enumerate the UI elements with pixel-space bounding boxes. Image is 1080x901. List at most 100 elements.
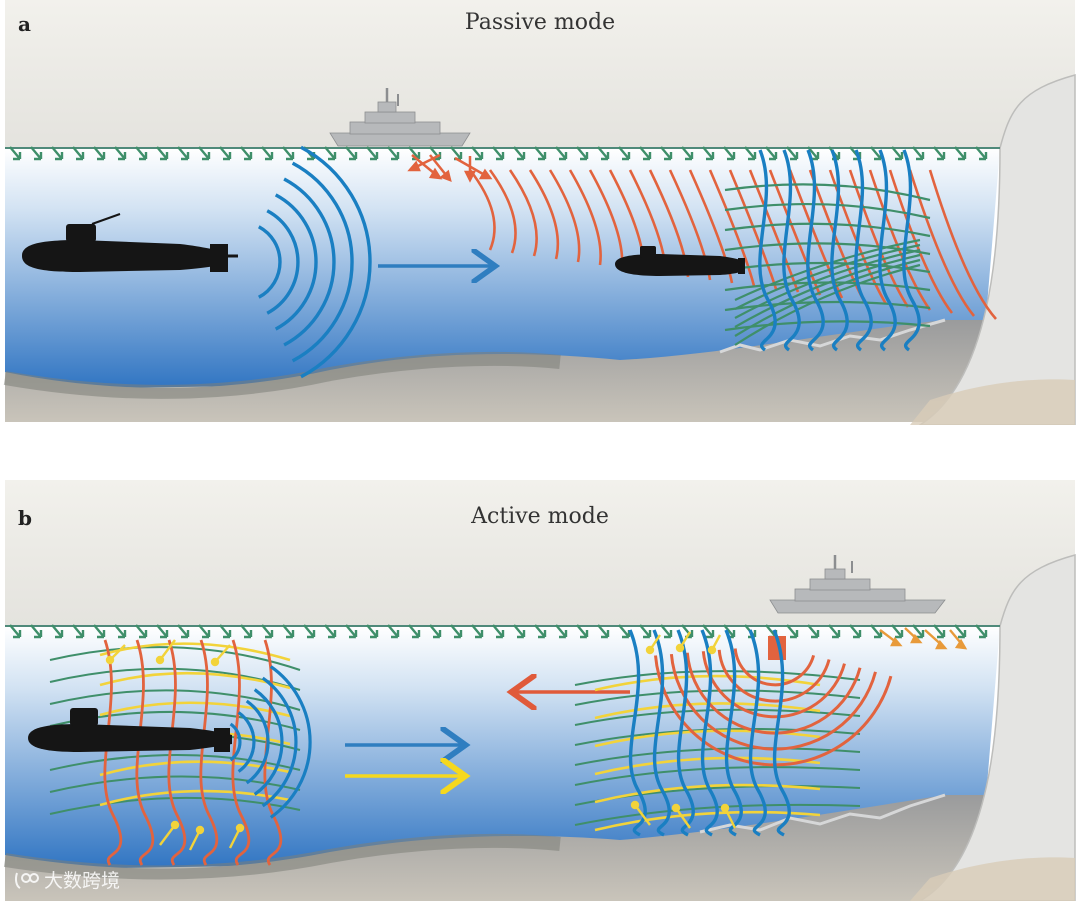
- echo-wavefront: [231, 639, 251, 866]
- ping-wavefront: [654, 655, 893, 767]
- surface-noise-arrows: [9, 624, 988, 639]
- ambient-wavefront: [724, 202, 931, 220]
- surface-arrow: [975, 624, 988, 639]
- echo-arrow-head: [210, 657, 220, 667]
- ship-noise-arrows: [879, 627, 968, 650]
- emitted-wavefront: [291, 161, 354, 363]
- surface-arrow: [576, 146, 589, 161]
- noise-wavefront: [908, 169, 976, 317]
- surface-arrow: [912, 146, 925, 161]
- ambient-wavefront: [734, 243, 921, 310]
- scattered-wavefront: [748, 629, 767, 837]
- submarine-large: [28, 708, 232, 752]
- surface-arrow: [261, 624, 274, 639]
- surface-arrow: [324, 146, 337, 161]
- surface-arrow: [786, 146, 799, 161]
- surface-arrow: [933, 624, 946, 639]
- ambient-wavefront: [574, 747, 861, 766]
- panel-a-label: a: [18, 12, 31, 36]
- surface-arrow: [975, 146, 988, 161]
- submarine-target: [615, 246, 745, 276]
- echo-wavefront: [99, 701, 291, 718]
- echo-wavefront: [167, 639, 187, 866]
- surface-arrow: [30, 146, 43, 161]
- scattered-wavefront: [676, 629, 695, 837]
- surface-arrow: [891, 624, 904, 639]
- echo-wavefront: [594, 702, 821, 720]
- surface-arrow: [471, 146, 484, 161]
- surface-arrow: [492, 146, 505, 161]
- echo-arrow-head: [155, 655, 165, 665]
- surface-arrow: [198, 146, 211, 161]
- emitted-wavefronts: [229, 665, 312, 819]
- scattered-wavefront: [830, 149, 849, 352]
- ambient-wavefront: [574, 803, 861, 826]
- surface-arrow: [387, 146, 400, 161]
- surface-arrow: [72, 146, 85, 161]
- emitted-wavefront: [269, 665, 312, 819]
- ping-wavefront: [669, 653, 877, 751]
- surface-arrow: [282, 146, 295, 161]
- surface-arrow: [345, 146, 358, 161]
- surface-arrow: [261, 146, 274, 161]
- surface-arrow: [219, 624, 232, 639]
- echo-wavefront: [135, 639, 155, 866]
- surface-arrow: [954, 624, 967, 639]
- surface-arrow: [702, 624, 715, 639]
- echo-arrow-head: [235, 823, 245, 833]
- surface-arrow: [9, 146, 22, 161]
- surface-ship: [329, 88, 471, 147]
- surface-arrow: [534, 624, 547, 639]
- emitted-wavefront: [300, 145, 372, 379]
- echo-wavefront: [594, 783, 821, 804]
- noise-wavefront: [708, 169, 756, 287]
- ambient-wavefront: [734, 258, 921, 337]
- surface-arrow: [555, 146, 568, 161]
- scattered-wavefront: [772, 629, 791, 837]
- watermark-logo-icon: [15, 872, 39, 889]
- emitted-wavefront: [261, 676, 298, 808]
- ping-wavefront: [717, 649, 831, 703]
- emitted-wavefront: [253, 688, 284, 796]
- echo-arrows-left: [105, 639, 245, 851]
- scattered-wavefront: [724, 629, 743, 837]
- surface-arrow: [114, 624, 127, 639]
- echo-wavefront: [103, 639, 123, 866]
- ambient-wavefront: [49, 775, 301, 793]
- scattered-wavefront: [806, 149, 825, 352]
- surface-arrow: [597, 146, 610, 161]
- surface-arrow: [219, 146, 232, 161]
- submarine-large: [22, 213, 238, 272]
- panel-b-label: b: [18, 506, 32, 530]
- surface-arrow: [198, 624, 211, 639]
- noise-wavefront: [528, 169, 560, 260]
- sky: [5, 0, 1075, 148]
- echo-wavefronts-orange: [103, 639, 283, 866]
- surface-arrow: [450, 624, 463, 639]
- surface-arrow: [702, 146, 715, 161]
- surface-arrow: [933, 146, 946, 161]
- surface-arrow: [618, 146, 631, 161]
- surface-arrow: [177, 146, 190, 161]
- ambient-wavefront: [574, 766, 861, 786]
- surface-arrow: [471, 624, 484, 639]
- emitted-wavefront: [245, 699, 270, 785]
- noise-wavefront: [508, 169, 538, 257]
- surface-arrow: [597, 624, 610, 639]
- echo-wavefront: [263, 639, 283, 866]
- ambient-wavefront: [734, 263, 921, 346]
- surface-arrow: [513, 624, 526, 639]
- surface-arrow: [156, 146, 169, 161]
- echo-arrow-head: [671, 803, 681, 813]
- surface-arrow: [639, 624, 652, 639]
- surface-arrow: [534, 146, 547, 161]
- scattered-wavefront: [758, 149, 777, 352]
- surface-arrow: [51, 146, 64, 161]
- surface-arrow: [51, 624, 64, 639]
- emitted-wavefront: [237, 711, 256, 773]
- echo-arrows-right: [630, 631, 737, 829]
- surface-arrow: [345, 624, 358, 639]
- emitted-wavefront: [257, 225, 282, 299]
- scattered-wavefront: [652, 629, 671, 837]
- surface-arrow: [135, 146, 148, 161]
